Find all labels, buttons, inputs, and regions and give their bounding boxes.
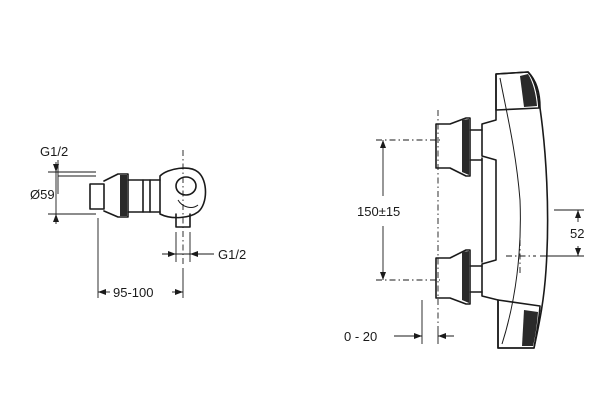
side-escutcheon-cone xyxy=(103,173,129,218)
side-wall-distance-arrow-left xyxy=(98,289,106,295)
side-outlet-dim xyxy=(162,232,214,262)
front-bottom-cap-shade xyxy=(522,310,538,346)
front-spacing-arrow-bottom xyxy=(380,272,386,280)
side-wall-distance-arrow-right xyxy=(175,289,183,295)
front-wall-offset-arrow-left xyxy=(414,333,422,339)
front-outlet-centerline xyxy=(506,240,536,274)
side-inlet-neck xyxy=(127,179,161,213)
side-valve-cap xyxy=(175,176,197,196)
side-outlet-arrow-left xyxy=(168,251,176,257)
front-lower-escutcheon xyxy=(435,249,471,305)
front-outlet-height-ext xyxy=(540,209,584,257)
front-lower-escutcheon-shade xyxy=(462,251,469,303)
front-spacing-arrow-top xyxy=(380,140,386,148)
front-mixer-body xyxy=(481,71,549,349)
front-body-inner-contour xyxy=(499,77,521,345)
front-wall-offset-ext xyxy=(421,300,439,344)
side-wall-distance-label: 95-100 xyxy=(113,285,153,300)
side-neck-ring xyxy=(142,179,151,213)
side-escutcheon-shade xyxy=(120,175,127,216)
side-body-contour xyxy=(177,199,199,208)
side-inlet-thread-label: G1/2 xyxy=(40,144,68,159)
front-upper-escutcheon xyxy=(435,117,471,177)
side-diameter-arrow-top xyxy=(53,164,59,172)
front-outlet-height-label: 52 xyxy=(570,226,584,241)
front-upper-neck xyxy=(469,129,483,161)
side-view: G1/2 Ø59 G1/2 95-100 xyxy=(30,144,246,300)
front-spacing-label: 150±15 xyxy=(357,204,400,219)
front-top-cap xyxy=(495,71,540,111)
front-view: 150±15 52 0 - 20 xyxy=(344,71,584,349)
front-outlet-height-arrow-bottom xyxy=(575,248,581,256)
side-outlet-thread-label: G1/2 xyxy=(218,247,246,262)
front-upper-escutcheon-shade xyxy=(462,119,469,175)
side-diameter-label: Ø59 xyxy=(30,187,55,202)
front-outlet-height-arrow-top xyxy=(575,210,581,218)
front-lower-neck xyxy=(469,265,483,293)
front-bottom-cap xyxy=(497,299,541,349)
side-diameter-arrow-bottom xyxy=(53,214,59,222)
side-diameter-ext xyxy=(48,162,96,224)
front-wall-offset-label: 0 - 20 xyxy=(344,329,377,344)
front-top-cap-shade xyxy=(520,74,537,107)
side-outlet-arrow-right xyxy=(190,251,198,257)
side-wall-distance-ext xyxy=(97,218,184,298)
front-wall-offset-arrow-right xyxy=(438,333,446,339)
side-inlet-connector xyxy=(89,183,105,210)
